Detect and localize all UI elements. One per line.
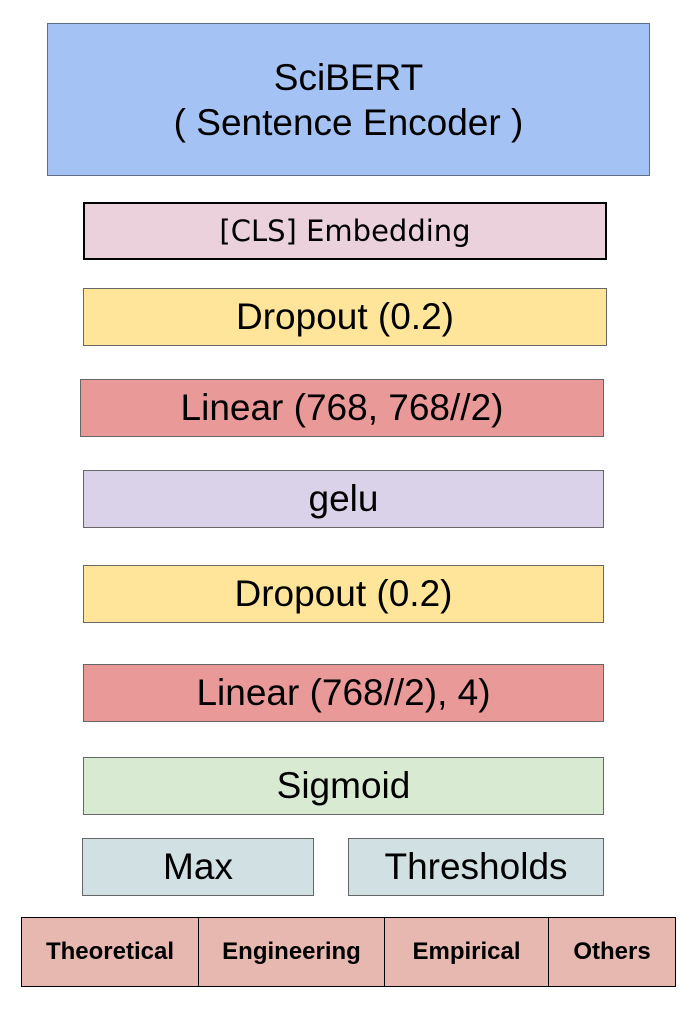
dropout-block-2: Dropout (0.2) xyxy=(83,565,604,623)
linear-block-2: Linear (768//2), 4) xyxy=(83,664,604,722)
sigmoid-block: Sigmoid xyxy=(83,757,604,815)
dropout-block-1: Dropout (0.2) xyxy=(83,288,607,346)
max-block: Max xyxy=(82,838,314,896)
encoder-title: SciBERT xyxy=(273,56,424,98)
thresholds-block: Thresholds xyxy=(348,838,604,896)
sentence-encoder-block: SciBERT ( Sentence Encoder ) xyxy=(47,23,650,176)
output-labels-row: Theoretical Engineering Empirical Others xyxy=(21,917,676,987)
encoder-subtitle: ( Sentence Encoder ) xyxy=(173,101,524,143)
output-label-empirical: Empirical xyxy=(385,918,549,986)
output-label-engineering: Engineering xyxy=(199,918,385,986)
cls-embedding-block: [CLS] Embedding xyxy=(83,202,607,260)
output-label-others: Others xyxy=(573,938,651,965)
linear-block-1: Linear (768, 768//2) xyxy=(80,379,604,437)
gelu-activation-block: gelu xyxy=(83,470,604,528)
output-label-theoretical: Theoretical xyxy=(22,918,199,986)
